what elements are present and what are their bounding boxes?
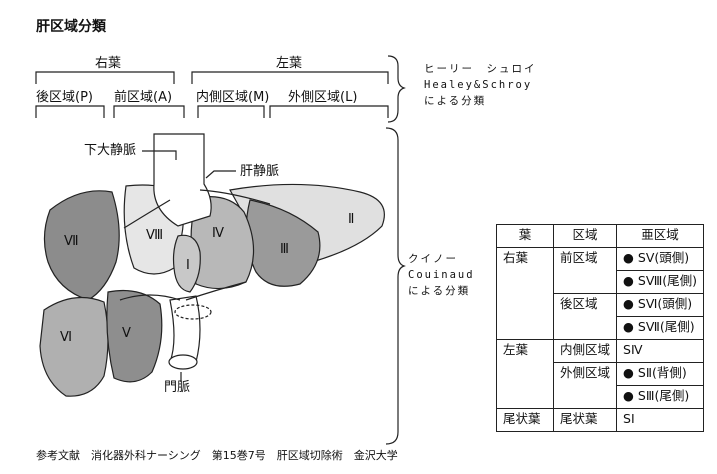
healey-brace bbox=[387, 55, 406, 123]
couinaud-caption-3: による分類 bbox=[408, 285, 471, 297]
lateral-segment-label: 外側区域(L) bbox=[288, 90, 358, 105]
header-area: 区域 bbox=[552, 224, 618, 248]
left-lobe-bracket bbox=[191, 71, 389, 84]
segment-2-label: Ⅱ bbox=[348, 212, 355, 227]
reference-footer: 参考文献 消化器外科ナーシング 第15巻7号 肝区域切除術 金沢大学 bbox=[36, 449, 398, 462]
portal-vein-opening bbox=[168, 354, 198, 370]
right-lobe-bracket bbox=[35, 71, 175, 84]
medial-segment-label: 内側区域(M) bbox=[196, 90, 270, 105]
segment-6-label: Ⅵ bbox=[60, 330, 72, 345]
ivc-label: 下大静脈 bbox=[84, 143, 137, 158]
couinaud-brace bbox=[385, 127, 406, 445]
medial-area-cell: 内側区域 bbox=[552, 339, 618, 363]
table-header-row: 葉 区域 亜区域 bbox=[496, 224, 705, 248]
left-lobe-cell: 左葉 bbox=[496, 339, 554, 409]
segment-4-label: Ⅳ bbox=[212, 226, 224, 241]
table-row: ● SⅦ(尾側) bbox=[497, 316, 705, 340]
anterior-bracket bbox=[113, 105, 185, 118]
gallbladder-outline bbox=[174, 304, 212, 320]
hepatic-vein-label: 肝静脈 bbox=[240, 164, 280, 179]
segment-1-label: Ⅰ bbox=[186, 258, 190, 273]
segment-table: 葉 区域 亜区域 右葉 前区域 ● SⅤ(頭側) ● SⅧ(尾側) 後区域 ● … bbox=[496, 224, 705, 432]
portal-vein-label: 門脈 bbox=[164, 380, 191, 395]
posterior-segment-label: 後区域(P) bbox=[36, 90, 93, 105]
healey-caption-1: ヒーリー シュロイ bbox=[424, 63, 537, 75]
segment-5-shape bbox=[106, 289, 163, 383]
lateral-area-cell: 外側区域 bbox=[552, 362, 618, 409]
segment-5-label: Ⅴ bbox=[122, 326, 131, 341]
segment-7-label: Ⅶ bbox=[64, 234, 79, 249]
subsegment-s6: ● SⅥ(頭側) bbox=[616, 293, 705, 317]
segment-1-shape bbox=[172, 234, 201, 293]
couinaud-caption-1: クイノー bbox=[408, 253, 458, 265]
table-row: ● SⅢ(尾側) bbox=[497, 385, 705, 409]
hepatic-vein-right bbox=[123, 199, 171, 229]
posterior-area-cell: 後区域 bbox=[552, 293, 618, 340]
posterior-bracket bbox=[35, 105, 105, 118]
page-title: 肝区域分類 bbox=[36, 19, 106, 35]
subsegment-s5: ● SⅤ(頭側) bbox=[616, 247, 705, 271]
lateral-bracket bbox=[269, 105, 389, 118]
table-row: 尾状葉 尾状葉 SⅠ bbox=[496, 408, 705, 432]
subsegment-s7: ● SⅦ(尾側) bbox=[616, 316, 705, 340]
healey-caption-2: Healey&Schroy bbox=[424, 79, 533, 91]
portal-vein-shape bbox=[169, 295, 201, 363]
table-row: 後区域 ● SⅥ(頭側) bbox=[497, 293, 705, 340]
table-row: 右葉 前区域 ● SⅤ(頭側) bbox=[496, 247, 705, 340]
caudate-area-cell: 尾状葉 bbox=[552, 408, 618, 432]
right-lobe-label: 右葉 bbox=[95, 56, 122, 71]
subsegment-s2: ● SⅡ(背側) bbox=[616, 362, 705, 386]
subsegment-s4: SⅣ bbox=[616, 339, 705, 363]
couinaud-caption-2: Couinaud bbox=[408, 269, 475, 281]
left-lobe-label: 左葉 bbox=[276, 56, 303, 71]
header-subsegment: 亜区域 bbox=[616, 224, 705, 248]
segment-8-label: Ⅷ bbox=[146, 228, 164, 243]
healey-brackets bbox=[35, 55, 406, 445]
ivc-leader bbox=[142, 150, 177, 160]
healey-caption-3: による分類 bbox=[424, 95, 487, 107]
ivc-shape bbox=[153, 133, 212, 227]
table-row: 左葉 内側区域 SⅣ bbox=[496, 339, 705, 409]
portal-branches bbox=[119, 281, 247, 301]
table-row: 外側区域 ● SⅡ(背側) bbox=[497, 362, 705, 409]
subsegment-s8: ● SⅧ(尾側) bbox=[616, 270, 705, 294]
hepatic-vein-leader bbox=[205, 170, 236, 179]
right-lobe-cell: 右葉 bbox=[496, 247, 554, 340]
liver-drawing bbox=[39, 133, 385, 397]
subsegment-s1: SⅠ bbox=[616, 408, 705, 432]
segment-6-shape bbox=[39, 296, 109, 397]
anterior-area-cell: 前区域 bbox=[552, 247, 618, 294]
segment-3-label: Ⅲ bbox=[280, 242, 289, 257]
segment-7-shape bbox=[43, 190, 120, 301]
caudate-lobe-cell: 尾状葉 bbox=[496, 408, 554, 432]
table-row: ● SⅧ(尾側) bbox=[497, 270, 705, 294]
anterior-segment-label: 前区域(A) bbox=[114, 90, 173, 105]
hepatic-vein-left bbox=[199, 189, 271, 205]
subsegment-s3: ● SⅢ(尾側) bbox=[616, 385, 705, 409]
medial-bracket bbox=[197, 105, 265, 118]
header-lobe: 葉 bbox=[496, 224, 554, 248]
